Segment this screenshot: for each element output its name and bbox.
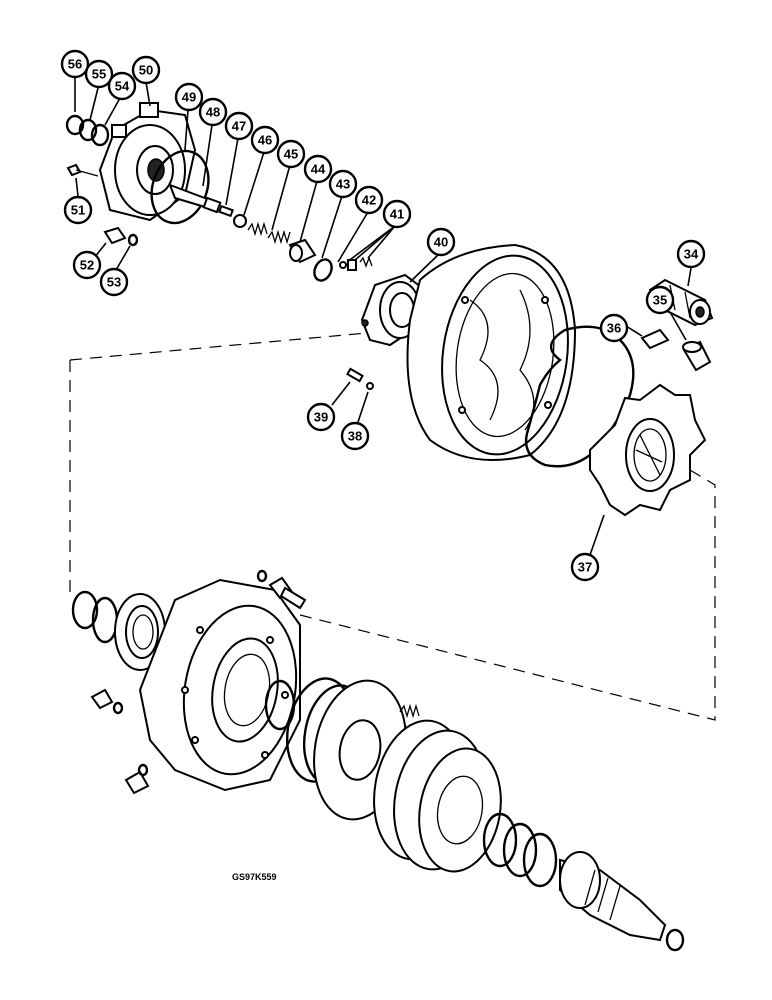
callout-45: 45 (276, 139, 306, 169)
callout-53: 53 (99, 267, 129, 297)
lower-small-plugs (90, 688, 150, 795)
callout-label-36: 36 (607, 321, 621, 336)
lower-shaft-rings (482, 812, 558, 888)
callout-46: 46 (250, 125, 280, 155)
callout-label-43: 43 (336, 177, 350, 192)
callout-label-54: 54 (115, 79, 130, 94)
valve-block-50 (98, 102, 197, 222)
small-parts-46-47 (218, 204, 247, 228)
callout-label-38: 38 (348, 429, 362, 444)
callout-label-46: 46 (258, 133, 272, 148)
lower-brake-pack (373, 719, 502, 873)
lower-spring (399, 703, 420, 719)
callout-41: 41 (382, 199, 412, 229)
callout-label-56: 56 (68, 57, 82, 72)
callout-50: 50 (131, 55, 161, 85)
plug-35 (682, 340, 712, 372)
callout-34: 34 (676, 239, 706, 269)
callout-51: 51 (63, 195, 93, 225)
callout-label-41: 41 (390, 207, 404, 222)
callout-56: 56 (60, 49, 90, 79)
callout-label-44: 44 (311, 162, 326, 177)
callout-52: 52 (72, 250, 102, 280)
callout-label-50: 50 (139, 63, 153, 78)
callout-label-52: 52 (80, 258, 94, 273)
bolt-51 (66, 163, 99, 177)
drawing-code: GS97K559 (232, 872, 277, 882)
callout-label-39: 39 (314, 410, 328, 425)
plug-52 (103, 226, 127, 245)
seal-rings-54-56 (65, 114, 110, 147)
callout-label-37: 37 (578, 560, 592, 575)
callout-37: 37 (570, 552, 600, 582)
callout-label-47: 47 (232, 119, 246, 134)
callout-label-53: 53 (107, 275, 121, 290)
callout-36: 36 (599, 313, 629, 343)
callout-40: 40 (426, 227, 456, 257)
assembly-guide-lines (69, 329, 716, 721)
callout-35: 35 (645, 285, 675, 315)
lower-retaining-rings (71, 590, 119, 644)
callout-label-45: 45 (284, 147, 298, 162)
clip-36 (640, 328, 670, 350)
pin-39 (346, 367, 364, 383)
lower-bearing (114, 593, 166, 671)
callout-label-55: 55 (92, 67, 106, 82)
ball-38 (366, 382, 374, 390)
snap-ring-42 (313, 258, 333, 282)
callout-47: 47 (224, 111, 254, 141)
callout-label-48: 48 (206, 105, 220, 120)
spool-48 (168, 183, 222, 214)
callouts: 56 55 54 50 49 48 47 46 (60, 49, 706, 582)
callout-label-34: 34 (684, 247, 699, 262)
plug-43 (288, 238, 317, 264)
springs-44-45 (247, 221, 291, 245)
callout-39: 39 (306, 402, 336, 432)
callout-label-35: 35 (653, 293, 667, 308)
callout-44: 44 (303, 154, 333, 184)
o-ring-49 (150, 149, 210, 225)
callout-label-49: 49 (182, 90, 196, 105)
callout-label-40: 40 (434, 235, 448, 250)
lower-hub-housing (138, 578, 301, 792)
drum-housing (406, 243, 577, 461)
callout-43: 43 (328, 169, 358, 199)
o-ring-53 (127, 233, 139, 247)
callout-38: 38 (340, 421, 370, 451)
lower-output-shaft (559, 851, 685, 952)
callout-label-42: 42 (362, 193, 376, 208)
lower-bolt (256, 569, 307, 610)
callout-42: 42 (354, 185, 384, 215)
parts-41 (339, 256, 373, 271)
callout-49: 49 (174, 82, 204, 112)
star-coupling-37 (589, 383, 707, 517)
leader-lines (74, 78, 692, 556)
callout-54: 54 (107, 71, 137, 101)
callout-55: 55 (84, 59, 114, 89)
callout-label-51: 51 (71, 203, 85, 218)
callout-48: 48 (198, 97, 228, 127)
